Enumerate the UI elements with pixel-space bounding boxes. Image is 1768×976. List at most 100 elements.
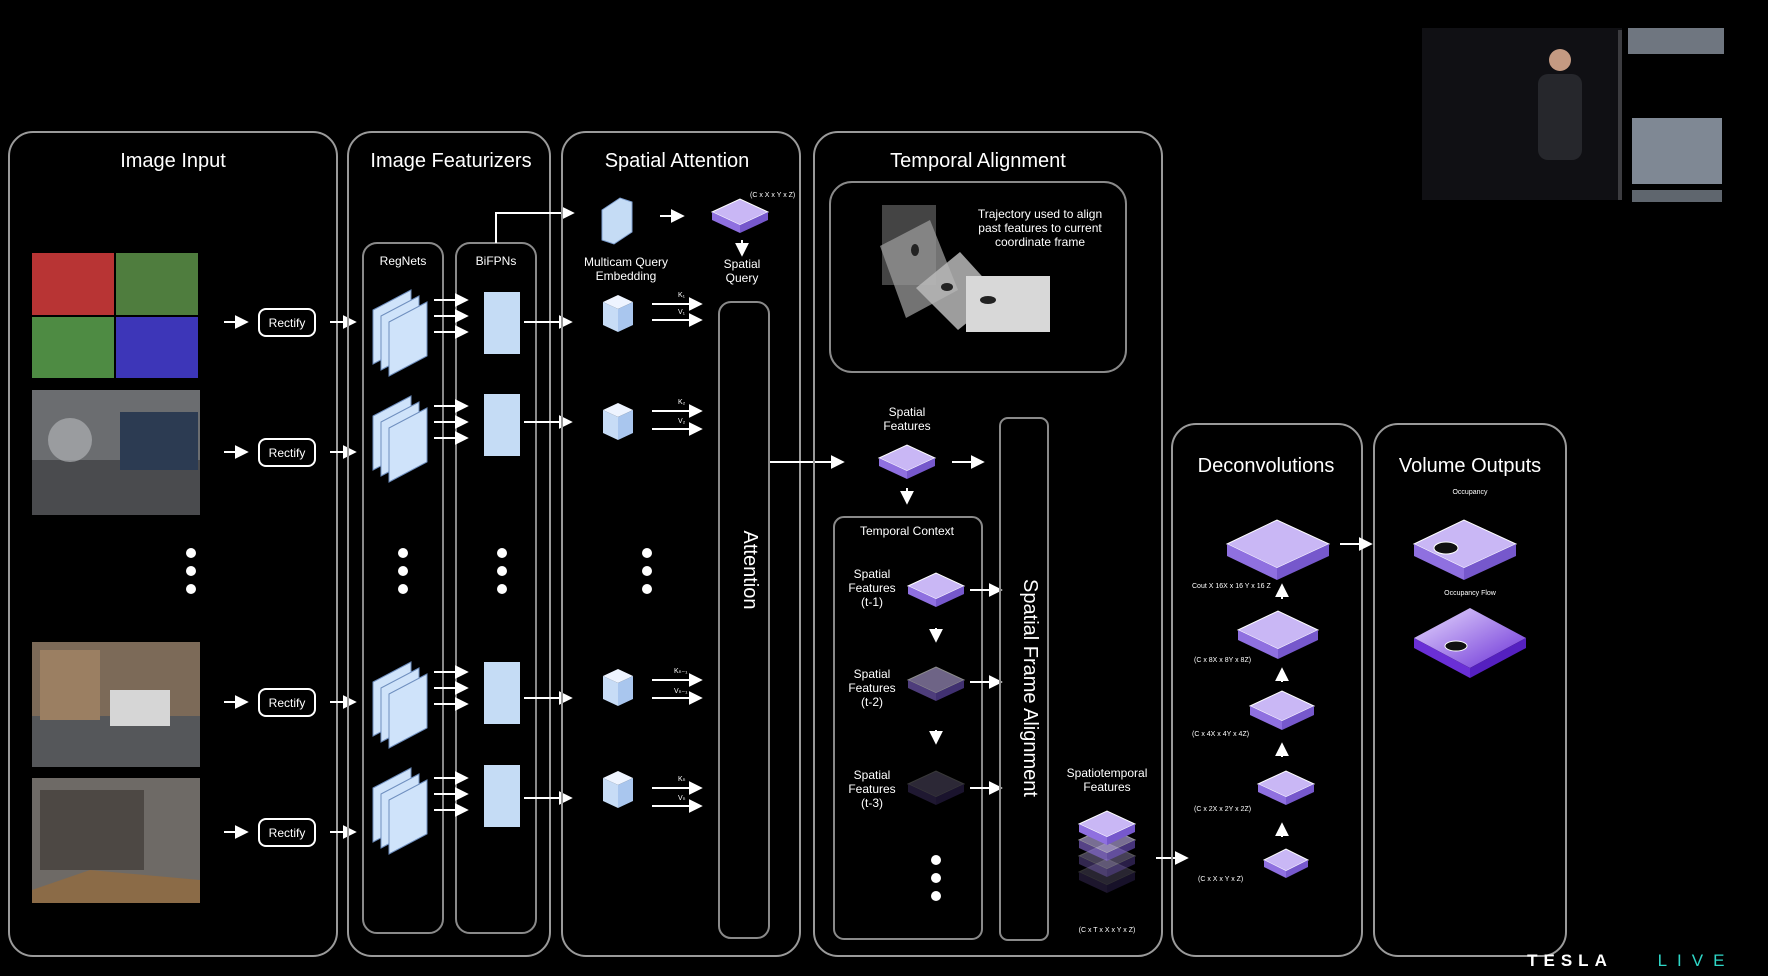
query-dims: (C x X x Y x Z) xyxy=(750,192,795,199)
query-label-line2: Embedding xyxy=(596,269,657,283)
feature-cube xyxy=(603,295,633,332)
value-label: Vₙ xyxy=(678,795,686,802)
bifpn-block xyxy=(484,394,520,456)
regnet-ellipsis xyxy=(398,548,408,594)
panel-image-input: Image Input xyxy=(8,131,357,957)
rectify-row-4: Rectify xyxy=(224,818,357,847)
spatiotemporal-stack xyxy=(1078,810,1136,894)
value-label: Vₙ₋₁ xyxy=(674,688,688,695)
regnets-label: RegNets xyxy=(380,254,427,268)
svg-text:(t-1): (t-1) xyxy=(861,595,883,609)
camera-image-4 xyxy=(32,778,200,903)
occupancy-flow-volume xyxy=(1414,608,1526,678)
multicam-query-icon xyxy=(601,197,633,245)
regnet-block xyxy=(372,289,428,377)
bifpn-ellipsis xyxy=(497,548,507,594)
svg-text:(t-2): (t-2) xyxy=(861,695,883,709)
bifpn-block xyxy=(484,292,520,354)
spatiotemporal-line2: Features xyxy=(1083,780,1130,794)
context-item-t3: Spatial Features (t-3) xyxy=(848,768,1003,810)
panel-deconvolutions: Deconvolutions Cout X 16X x 16 Y x 16 Z … xyxy=(1171,423,1373,957)
deconv-dims-1: Cout X 16X x 16 Y x 16 Z xyxy=(1192,583,1271,590)
feature-cube xyxy=(603,669,633,706)
panel-temporal-alignment: Temporal Alignment Trajectory used to al… xyxy=(813,131,1189,957)
spatial-query-line2: Query xyxy=(726,271,759,285)
trajectory-text-2: past features to current xyxy=(978,221,1102,235)
occupancy-label: Occupancy xyxy=(1452,489,1488,496)
spatial-frame-alignment-label: Spatial Frame Alignment xyxy=(1019,579,1041,797)
context-prism-t2 xyxy=(907,666,965,702)
deconv-stage-4 xyxy=(1236,610,1320,659)
regnets-column xyxy=(362,242,444,934)
presenter-video-inset xyxy=(1422,28,1724,202)
deconv-dims-4: (C x 2X x 2Y x 2Z) xyxy=(1194,806,1251,813)
bifpn-block xyxy=(484,662,520,724)
trajectory-frames-illustration xyxy=(880,205,1050,332)
feature-cube xyxy=(603,771,633,808)
spatial-query-prism xyxy=(711,198,769,234)
tesla-live-branding: TESLA LIVE xyxy=(1527,951,1735,970)
regnet-block xyxy=(372,395,428,483)
context-prism-t3 xyxy=(907,770,965,806)
bifpn-row-1 xyxy=(434,292,520,354)
panel-title-image-input: Image Input xyxy=(120,150,226,172)
panel-title-image-featurizers: Image Featurizers xyxy=(370,150,531,172)
rectify-row-2: Rectify xyxy=(224,438,357,467)
brand-live: LIVE xyxy=(1658,951,1735,970)
deconv-stage-1 xyxy=(1262,848,1310,878)
bifpns-label: BiFPNs xyxy=(476,254,517,268)
panel-title-spatial-attention: Spatial Attention xyxy=(605,150,750,172)
svg-text:Spatial: Spatial xyxy=(854,768,891,782)
deconv-stage-3 xyxy=(1248,690,1316,730)
svg-text:(t-3): (t-3) xyxy=(861,796,883,810)
rectify-row-3: Rectify xyxy=(224,688,357,717)
key-label: K₂ xyxy=(678,399,686,406)
bifpn-row-3 xyxy=(434,662,520,724)
bifpn-block xyxy=(484,765,520,827)
rectify-box xyxy=(258,438,316,467)
context-prism-t1 xyxy=(907,572,965,608)
svg-text:Features: Features xyxy=(848,681,895,695)
bifpn-row-4 xyxy=(434,765,520,827)
svg-text:Features: Features xyxy=(848,581,895,595)
feature-cube xyxy=(603,403,633,440)
value-label: V₁ xyxy=(678,309,686,316)
deconv-stage-2 xyxy=(1256,770,1316,805)
context-item-t1: Spatial Features (t-1) xyxy=(848,567,1003,609)
panel-title-temporal-alignment: Temporal Alignment xyxy=(890,150,1066,172)
context-ellipsis xyxy=(931,855,941,901)
value-label: V₂ xyxy=(678,418,686,425)
spatial-features-line1: Spatial xyxy=(889,405,926,419)
rectify-label: Rectify xyxy=(269,316,306,330)
deconv-stage-5 xyxy=(1225,519,1331,580)
attention-block xyxy=(718,301,770,939)
context-item-t2: Spatial Features (t-2) xyxy=(848,666,1003,709)
occupancy-volume xyxy=(1412,519,1518,580)
deconv-dims-2: (C x 8X x 8Y x 8Z) xyxy=(1194,657,1251,664)
brand-tesla: TESLA xyxy=(1527,951,1613,970)
rectify-row-1: Rectify xyxy=(224,308,357,337)
kv-pair-2: K₂ V₂ xyxy=(652,399,703,436)
rectify-box xyxy=(258,818,316,847)
spatial-features-line2: Features xyxy=(883,419,930,433)
deconv-dims-3: (C x 4X x 4Y x 4Z) xyxy=(1192,731,1249,738)
spatiotemporal-line1: Spatiotemporal xyxy=(1067,766,1148,780)
panel-title-volume-outputs: Volume Outputs xyxy=(1399,455,1541,477)
svg-text:Spatial: Spatial xyxy=(854,667,891,681)
occupancy-flow-label: Occupancy Flow xyxy=(1444,590,1497,597)
spatial-features-prism xyxy=(878,444,936,480)
svg-text:Spatial: Spatial xyxy=(854,567,891,581)
regnet-block xyxy=(372,661,428,749)
rectify-box xyxy=(258,688,316,717)
bifpn-row-2 xyxy=(434,394,520,456)
camera-image-3 xyxy=(32,642,200,767)
regnet-block xyxy=(372,767,428,855)
attention-ellipsis xyxy=(642,548,652,594)
panel-title-deconvolutions: Deconvolutions xyxy=(1198,455,1335,477)
key-label: K₁ xyxy=(678,292,686,299)
panel-volume-outputs: Volume Outputs Occupancy Occupancy Flow xyxy=(1373,423,1567,957)
trajectory-box xyxy=(829,181,1127,373)
key-label: Kₙ xyxy=(678,776,686,783)
spatial-query-line1: Spatial xyxy=(724,257,761,271)
